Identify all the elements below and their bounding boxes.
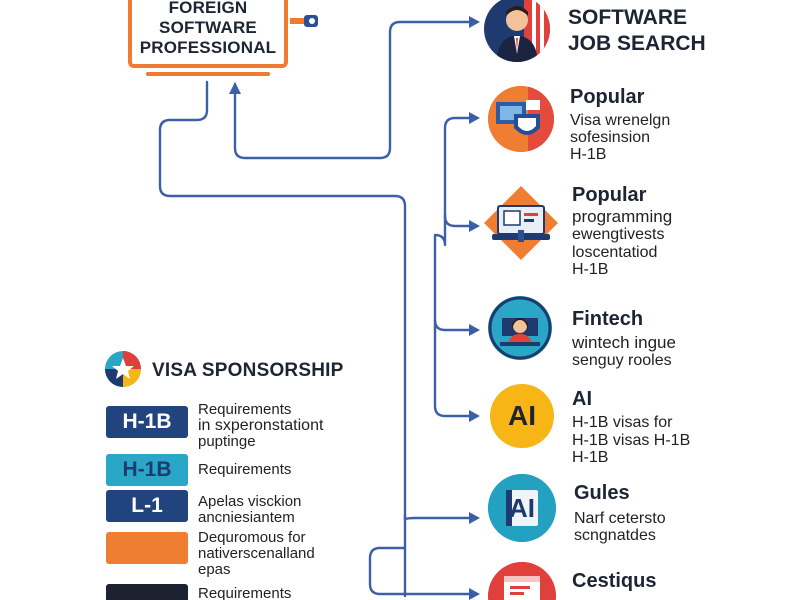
node-2-line-3: H-1B <box>570 146 607 163</box>
node-1-title: SOFTWARE <box>568 6 687 29</box>
ai-chip-icon: AI <box>488 474 556 542</box>
node-4-line-1: wintech ingue <box>572 333 676 352</box>
visa-sponsorship-title: VISA SPONSORSHIP <box>152 360 344 381</box>
visa-row-4-line-2: nativerscenalland <box>198 545 315 562</box>
visa-row-4-line-3: epas <box>198 561 231 578</box>
node-2-line-1: Visa wrenelgn <box>570 112 671 129</box>
node-7-title: Cestiqus <box>572 570 657 592</box>
node-3-title: Popular <box>572 184 647 206</box>
visa-badge-orange <box>106 532 188 564</box>
ai-badge-label: AI <box>508 400 536 431</box>
visa-row-1-line-2: in sxperonstationt <box>198 417 324 434</box>
node-6-line-2: scngnatdes <box>574 527 656 544</box>
visa-row-1-line-3: puptinge <box>198 433 256 450</box>
origin-line-1: FOREIGN <box>168 0 248 17</box>
node-3-line-1: programming <box>572 207 673 226</box>
node-6-title: Gules <box>574 482 630 504</box>
origin-line-3: PROFESSIONAL <box>139 38 277 57</box>
node-3-line-3: loscentatiod <box>572 244 658 261</box>
visa-badge-h1b: H-1B <box>106 406 188 438</box>
origin-box: FOREIGN SOFTWARE PROFESSIONAL <box>128 0 288 76</box>
visa-row-5-line-1: Requirements <box>198 585 292 600</box>
visa-badge-dark <box>106 584 188 600</box>
developer-icon <box>488 296 552 360</box>
origin-line-2: SOFTWARE <box>159 18 257 37</box>
ai-chip-label: AI <box>509 493 535 523</box>
node-2-line-2: sofesinsion <box>570 129 651 146</box>
visa-badge-h1b-2: H-1B <box>106 454 188 486</box>
node-5-line-3: H-1B <box>572 449 609 466</box>
origin-underline <box>146 72 270 76</box>
node-5-line-2: H-1B visas H-1B <box>572 432 691 449</box>
visa-row-2-line-1: Requirements <box>198 461 292 478</box>
node-1-title-2: JOB SEARCH <box>568 32 706 55</box>
ai-badge-icon: AI <box>490 384 554 448</box>
node-3-line-2: ewengtivests <box>572 226 665 243</box>
node-6-line-1: Narf cetersto <box>574 510 666 527</box>
visa-row-1-line-1: Requirements <box>198 401 292 418</box>
laptop-code-icon <box>484 186 558 260</box>
node-4-title: Fintech <box>572 308 644 330</box>
node-5-line-1: H-1B visas for <box>572 414 673 431</box>
visa-row-3-line-1: Apelas visckion <box>198 493 302 510</box>
node-2-title: Popular <box>570 86 645 108</box>
node-3-line-4: H-1B <box>572 261 609 278</box>
node-5-title: AI <box>572 388 592 410</box>
visa-document-icon <box>488 86 554 152</box>
node-4-line-2: senguy rooles <box>572 352 672 369</box>
plug-icon <box>290 15 318 27</box>
visa-logo-icon <box>105 351 141 387</box>
visa-row-3-line-2: ancniesiantem <box>198 509 295 526</box>
visa-row-4-line-1: Dequromous for <box>198 529 306 546</box>
visa-badge-l1: L-1 <box>106 490 188 522</box>
node-7-line-1: ... <box>572 592 585 600</box>
